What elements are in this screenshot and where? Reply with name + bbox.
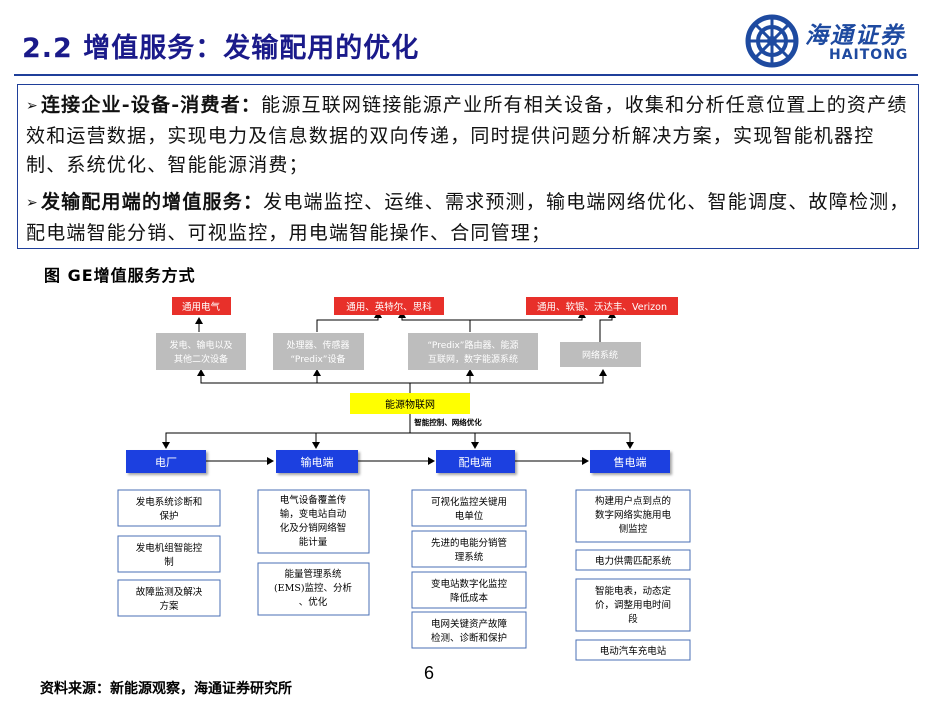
- detail-c2-1-l2: 输，变电站自动: [280, 508, 347, 520]
- grey-box-2: [273, 333, 364, 370]
- detail-c4-3-l3: 段: [628, 613, 638, 625]
- detail-c3-2-l2: 理系统: [455, 551, 484, 563]
- grey-box-3: [408, 333, 538, 370]
- source-note: 资料来源：新能源观察，海通证券研究所: [40, 681, 292, 697]
- top-red-boxes: 通用电气 通用、英特尔、思科 通用、软银、沃达丰、Verizon: [172, 297, 678, 315]
- red-box-ge-intel-cisco-label: 通用、英特尔、思科: [346, 301, 432, 313]
- blue-box-retail-label: 售电端: [614, 455, 647, 469]
- paragraph-1-body: 能源互联网链接能源产业所有相关设备，收集和分析任意位置上的资产绩效和运营数据，实…: [26, 94, 908, 176]
- figure-caption: 图 GE增值服务方式: [44, 266, 196, 285]
- arrow-bullet-icon: ➢: [26, 195, 39, 211]
- center-box-energy-iot: [350, 393, 470, 414]
- detail-c4-1-l3: 侧监控: [619, 523, 648, 535]
- summary-textbox: ➢连接企业-设备-消费者：能源互联网链接能源产业所有相关设备，收集和分析任意位置…: [17, 84, 919, 249]
- grey-box-4: [560, 342, 641, 367]
- detail-c1-3-l1: 故障监测及解决: [136, 586, 203, 598]
- detail-c3-1-l2: 电单位: [455, 510, 484, 522]
- detail-c4-4-l1: 电动汽车充电站: [600, 645, 667, 657]
- detail-c3-2-l1: 先进的电能分销管: [431, 537, 507, 549]
- red-box-ge-label: 通用电气: [182, 301, 221, 313]
- paragraph-1-head: 连接企业-设备-消费者：: [40, 94, 262, 116]
- red-box-ge-softbank: [526, 297, 678, 315]
- detail-c4-3-l2: 价，调整用电时间: [595, 599, 671, 611]
- detail-c2-1-l3: 化及分销网络智: [280, 522, 347, 534]
- detail-boxes: 发电系统诊断和 保护 发电机组智能控 制 故障监测及解决 方案 电气设备覆盖传 …: [117, 489, 691, 661]
- detail-c4-1-l2: 数字网络实施用电: [595, 509, 672, 521]
- paragraph-2-head: 发输配用端的增值服务：: [40, 191, 264, 213]
- detail-c2-1-l1: 电气设备覆盖传: [280, 494, 347, 506]
- detail-c4-1-l1: 构建用户点到点的: [595, 495, 671, 507]
- detail-c2-2-l1: 能量管理系统: [284, 568, 342, 580]
- detail-c3-4-l2: 检测、诊断和保护: [431, 632, 507, 644]
- blue-box-transmission-label: 输电端: [301, 455, 334, 469]
- detail-c1-2-l2: 制: [164, 556, 174, 568]
- detail-c1-3-l2: 方案: [159, 600, 179, 612]
- detail-c1-1-l1: 发电系统诊断和: [136, 496, 203, 508]
- detail-c4-2-l1: 电力供需匹配系统: [595, 555, 672, 567]
- blue-boxes: 电厂 输电端 配电端 售电端: [126, 450, 670, 473]
- blue-box-distribution-label: 配电端: [459, 456, 492, 469]
- detail-c2-2-l3: 、优化: [299, 596, 328, 608]
- blue-box-power-plant: [126, 450, 206, 473]
- blue-box-power-plant-label: 电厂: [155, 456, 177, 469]
- grey-box-2-line-2: “Predix”设备: [291, 353, 346, 365]
- paragraph-2: ➢发输配用端的增值服务：发电端监控、运维、需求预测，输电端网络优化、智能调度、故…: [26, 188, 910, 248]
- grey-box-2-line-1: 处理器、传感器: [286, 339, 349, 351]
- center-box-label: 能源物联网: [385, 398, 435, 411]
- detail-c2-1-l4: 能计量: [299, 536, 328, 548]
- grey-box-3-line-2: 互联网，数字能源系统: [428, 353, 518, 365]
- page-title: 2.2 增值服务：发输配用的优化: [22, 33, 420, 64]
- grey-boxes: 发电、输电以及 其他二次设备 处理器、传感器 “Predix”设备 “Predi…: [156, 333, 641, 370]
- detail-c3-3-l2: 降低成本: [450, 592, 489, 604]
- blue-box-distribution: [436, 450, 515, 473]
- logo-text-cn: 海通证券: [805, 22, 905, 49]
- blue-box-retail: [590, 450, 670, 473]
- paragraph-2-body: 发电端监控、运维、需求预测，输电端网络优化、智能调度、故障检测，配电端智能分销、…: [26, 191, 910, 244]
- detail-c1-1-l2: 保护: [159, 510, 178, 522]
- page-number: 6: [424, 663, 435, 683]
- haitong-logo: 海通证券 HAITONG: [743, 14, 923, 68]
- red-box-ge-intel-cisco: [334, 297, 444, 315]
- center-sub-label: 智能控制、网络优化: [414, 417, 482, 427]
- detail-c3-1-l1: 可视化监控关键用: [431, 496, 507, 508]
- grey-box-1: [156, 333, 246, 370]
- title-divider: [14, 74, 918, 76]
- paragraph-1: ➢连接企业-设备-消费者：能源互联网链接能源产业所有相关设备，收集和分析任意位置…: [26, 91, 910, 180]
- detail-c3-3-l1: 变电站数字化监控: [431, 578, 508, 590]
- detail-c4-3-l1: 智能电表，动态定: [595, 585, 672, 597]
- arrow-bullet-icon: ➢: [26, 98, 39, 114]
- detail-c1-2-l1: 发电机组智能控: [136, 542, 203, 554]
- grey-box-1-line-1: 发电、输电以及: [169, 339, 232, 351]
- red-box-ge-softbank-label: 通用、软银、沃达丰、Verizon: [537, 301, 667, 313]
- detail-c3-4-l1: 电网关键资产故障: [431, 618, 508, 630]
- grey-box-3-line-1: “Predix”路由器、能源: [428, 339, 519, 351]
- logo-text-en: HAITONG: [829, 47, 909, 63]
- grey-box-1-line-2: 其他二次设备: [174, 353, 228, 365]
- blue-box-transmission: [276, 450, 358, 473]
- haitong-logo-icon: [745, 14, 799, 68]
- top-connectors: [162, 311, 634, 465]
- detail-c2-2-l2: (EMS)监控、分析: [274, 582, 353, 594]
- red-box-ge: [172, 297, 231, 315]
- grey-box-4-line-1: 网络系统: [582, 349, 618, 361]
